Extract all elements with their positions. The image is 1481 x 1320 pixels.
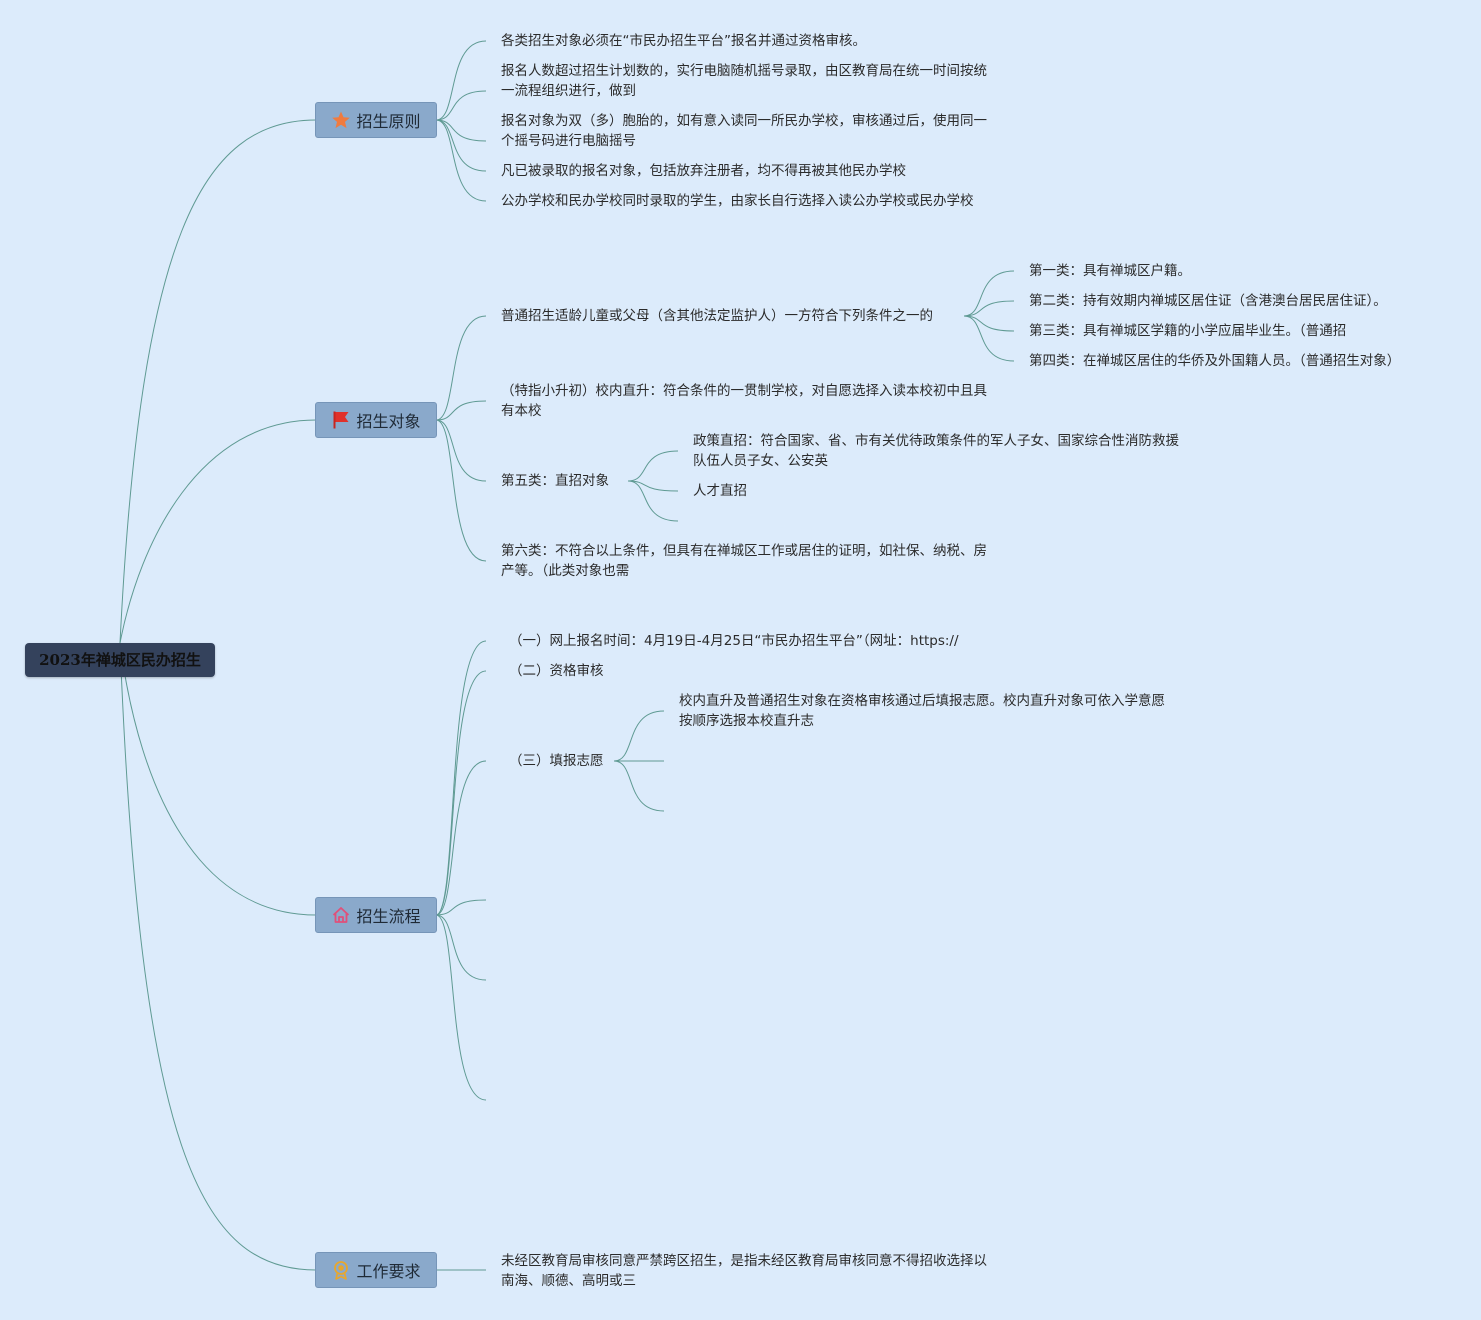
connector-line (435, 119, 487, 172)
branch-label: 招生原则 (356, 112, 421, 131)
connector-line (435, 914, 487, 1101)
connector-line (963, 315, 1015, 362)
connector-line (613, 760, 665, 812)
star-icon (331, 110, 351, 130)
process-step-3[interactable]: （三）填报志愿 (509, 753, 604, 769)
principle-item-1[interactable]: 各类招生对象必须在“市民办招生平台”报名并通过资格审核。 (501, 33, 866, 49)
connector-line (963, 300, 1015, 317)
connector-line (435, 899, 487, 916)
connector-line (435, 670, 487, 916)
flag-icon (331, 410, 351, 430)
target-direct[interactable]: 第五类：直招对象 (501, 473, 609, 489)
principle-item-2[interactable]: 报名人数超过招生计划数的，实行电脑随机摇号录取，由区教育局在统一时间按统一流程组… (501, 63, 987, 99)
connector-line (119, 419, 317, 644)
award-icon (331, 1260, 351, 1280)
process-step-3-detail[interactable]: 校内直升及普通招生对象在资格审核通过后填报志愿。校内直升对象可依入学意愿按顺序选… (679, 693, 1165, 729)
connector-line (435, 40, 487, 121)
connector-line (627, 480, 679, 492)
connector-line (963, 270, 1015, 317)
branch-label: 招生对象 (356, 412, 421, 431)
connector-line (627, 450, 679, 482)
connector-line (435, 90, 487, 121)
target-internal-promotion[interactable]: （特指小升初）校内直升：符合条件的一贯制学校，对自愿选择入读本校初中且具有本校 (501, 383, 987, 419)
connector-line (435, 419, 487, 562)
target-general-category-2[interactable]: 第二类：持有效期内禅城区居住证（含港澳台居民居住证）。 (1029, 293, 1387, 309)
branch-principles[interactable]: 招生原则 (315, 102, 437, 138)
target-direct-policy[interactable]: 政策直招：符合国家、省、市有关优待政策条件的军人子女、国家综合性消防救援队伍人员… (693, 433, 1179, 469)
target-general-category-3[interactable]: 第三类：具有禅城区学籍的小学应届毕业生。（普通招 (1029, 323, 1347, 339)
branch-targets[interactable]: 招生对象 (315, 402, 437, 438)
connector-line (627, 480, 679, 522)
target-direct-talent[interactable]: 人才直招 (693, 483, 747, 499)
target-general-category-4[interactable]: 第四类：在禅城区居住的华侨及外国籍人员。（普通招生对象） (1029, 353, 1401, 369)
connector-line (613, 710, 665, 762)
connector-line (435, 640, 487, 916)
principle-item-5[interactable]: 公办学校和民办学校同时录取的学生，由家长自行选择入读公办学校或民办学校 (501, 193, 974, 209)
requirement-item-1[interactable]: 未经区教育局审核同意严禁跨区招生，是指未经区教育局审核同意不得招收选择以南海、顺… (501, 1253, 987, 1289)
connector-line (963, 315, 1015, 332)
home-icon (331, 905, 351, 925)
branch-requirements[interactable]: 工作要求 (315, 1252, 437, 1288)
connector-line (435, 315, 487, 421)
connector-line (119, 642, 317, 916)
connector-line (435, 119, 487, 142)
principle-item-4[interactable]: 凡已被录取的报名对象，包括放弃注册者，均不得再被其他民办学校 (501, 163, 906, 179)
branch-label: 招生流程 (356, 907, 421, 926)
connector-line (435, 400, 487, 421)
branch-label: 工作要求 (356, 1262, 421, 1281)
connector-line (119, 642, 317, 1271)
target-general[interactable]: 普通招生适龄儿童或父母（含其他法定监护人）一方符合下列条件之一的 (501, 308, 933, 324)
process-step-2[interactable]: （二）资格审核 (509, 663, 604, 679)
connector-line (435, 760, 487, 916)
connector-line (435, 419, 487, 482)
target-general-category-1[interactable]: 第一类：具有禅城区户籍。 (1029, 263, 1191, 279)
connector-line (435, 914, 487, 981)
branch-process[interactable]: 招生流程 (315, 897, 437, 933)
root-topic[interactable]: 2023年禅城区民办招生 (25, 643, 215, 677)
target-sixth-category[interactable]: 第六类：不符合以上条件，但具有在禅城区工作或居住的证明，如社保、纳税、房产等。（… (501, 543, 987, 579)
connector-line (435, 119, 487, 202)
principle-item-3[interactable]: 报名对象为双（多）胞胎的，如有意入读同一所民办学校，审核通过后，使用同一个摇号码… (501, 113, 987, 149)
connector-line (119, 119, 317, 644)
process-step-1[interactable]: （一）网上报名时间：4月19日-4月25日“市民办招生平台”（网址：https:… (509, 633, 959, 649)
